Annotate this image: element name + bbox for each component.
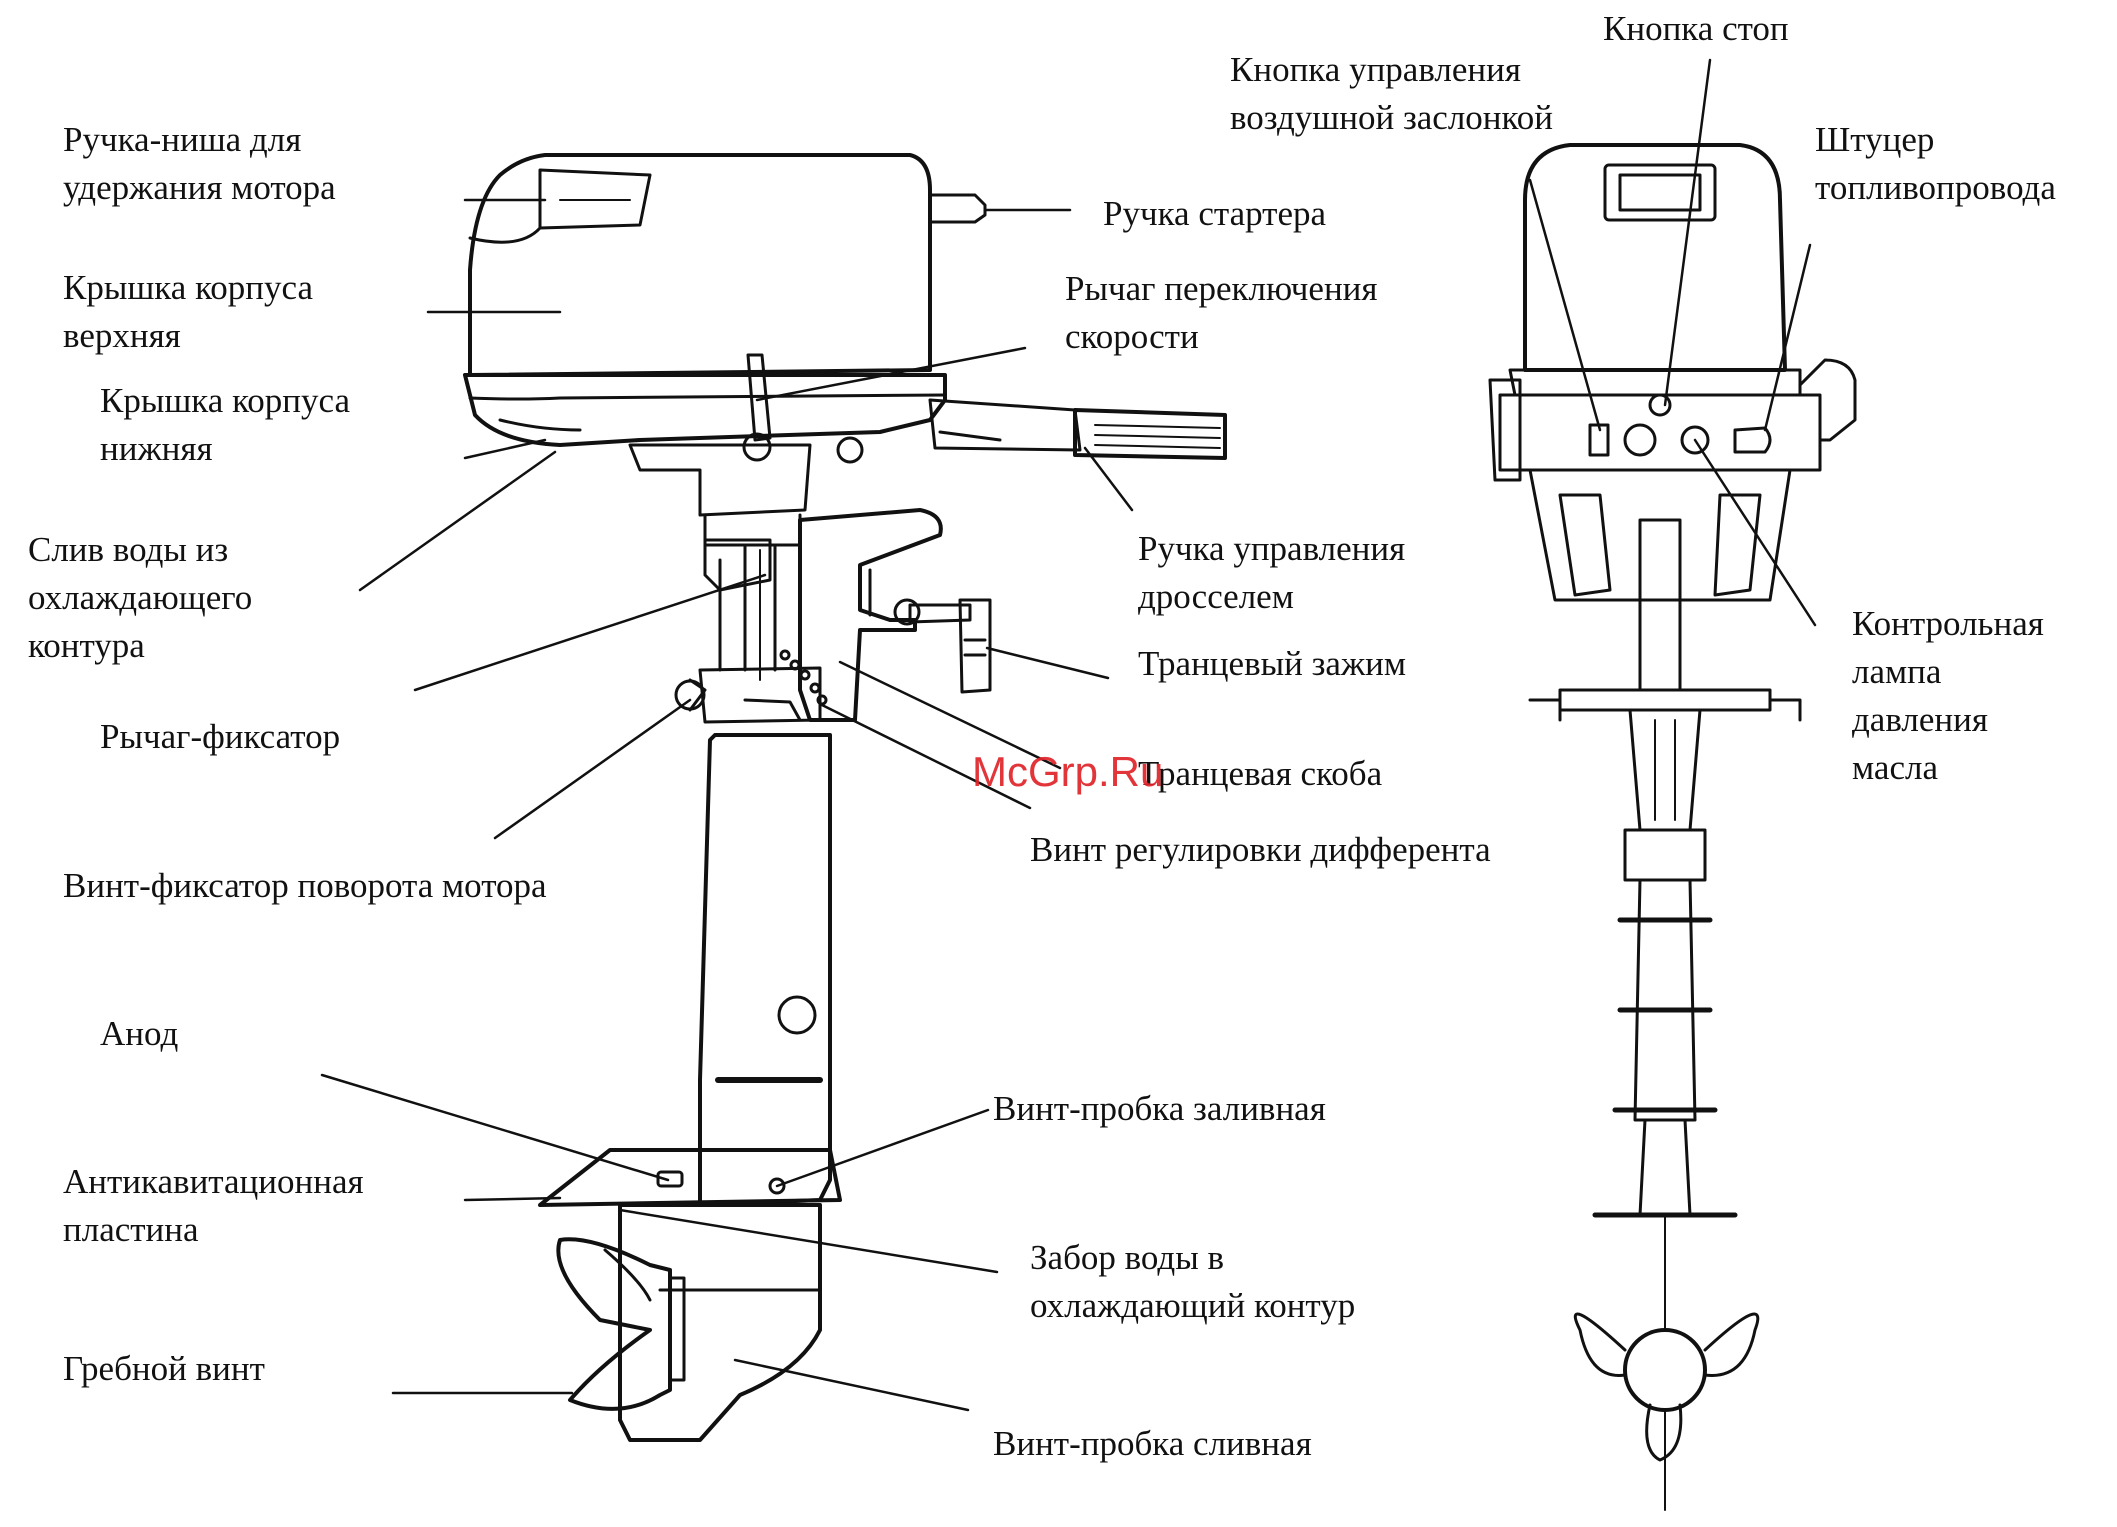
leader-lower-cover (463, 438, 547, 460)
label-anticavitation-plate: Антикавитационная пластина (63, 1162, 364, 1249)
leader-fill-plug (775, 1108, 990, 1188)
label-transom-clamp: Транцевый зажим (1138, 644, 1407, 683)
label-propeller: Гребной винт (63, 1349, 265, 1388)
label-water-intake: Забор воды в охлаждающий контур (1030, 1238, 1356, 1325)
label-upper-cover: Крышка корпуса верхняя (63, 268, 314, 355)
label-transom-bracket: Транцевая скоба (1138, 754, 1383, 793)
label-oil-pressure-lamp: Контрольная лампа давления масла (1852, 604, 2044, 787)
label-lower-cover: Крышка корпуса нижняя (100, 381, 351, 468)
leader-fuel (1763, 243, 1812, 432)
leader-transom-bracket (838, 660, 1062, 770)
front-cowling (1523, 143, 1787, 372)
leader-choke (1528, 178, 1602, 432)
leader-transom-clamp (985, 646, 1110, 680)
lower-cover-shape (463, 373, 947, 447)
label-throttle-grip: Ручка управления дросселем (1138, 529, 1406, 616)
label-handle-recess: Ручка-ниша для удержания мотора (63, 120, 336, 207)
leader-throttle (1083, 446, 1134, 512)
leader-stop (1663, 58, 1712, 407)
label-lock-lever: Рычаг-фиксатор (100, 717, 341, 756)
front-propeller-hub (1623, 1328, 1707, 1412)
gear-shift-lever-shape (746, 353, 772, 442)
starter-handle-shape (928, 193, 987, 224)
leader-anode (320, 1073, 670, 1182)
gear-case (618, 1203, 822, 1442)
front-view-motor (1488, 143, 1857, 1511)
tiller-arm-shape (928, 398, 1082, 452)
leader-water-drain (358, 450, 557, 592)
leader-trim-screw (820, 703, 1032, 810)
watermark: McGrp.Ru (972, 748, 1164, 795)
transom-bracket-shape (798, 508, 943, 722)
upper-cover-shape (468, 153, 932, 377)
propeller-shape (556, 1237, 672, 1411)
leader-lock-lever (413, 573, 767, 692)
label-choke-button: Кнопка управления воздушной заслонкой (1230, 50, 1553, 137)
label-stop-button: Кнопка стоп (1603, 9, 1789, 48)
leader-lines (320, 58, 1817, 1412)
label-starter-handle: Ручка стартера (1103, 194, 1327, 233)
label-swivel-lock-screw: Винт-фиксатор поворота мотора (63, 866, 547, 905)
leader-water-intake (618, 1208, 999, 1274)
label-drain-plug: Винт-пробка сливная (993, 1424, 1312, 1463)
label-anode: Анод (100, 1014, 179, 1053)
leader-swivel-lock (493, 698, 692, 840)
leader-oil-lamp (1693, 438, 1817, 627)
drive-shaft-housing (698, 733, 832, 1207)
anticavitation-plate-shape (538, 1148, 842, 1207)
label-fill-plug: Винт-пробка заливная (993, 1089, 1326, 1128)
throttle-grip-shape (1073, 408, 1227, 460)
label-fuel-connector: Штуцер топливопровода (1815, 120, 2056, 207)
leader-gear-shift (755, 346, 1027, 402)
label-water-drain: Слив воды из охлаждающего контура (28, 530, 253, 665)
label-gear-shift-lever: Рычаг переключения скорости (1065, 269, 1378, 356)
leader-anticavitation (463, 1196, 562, 1202)
label-trim-screw: Винт регулировки дифферента (1030, 830, 1491, 869)
leader-drain-plug (733, 1358, 970, 1412)
